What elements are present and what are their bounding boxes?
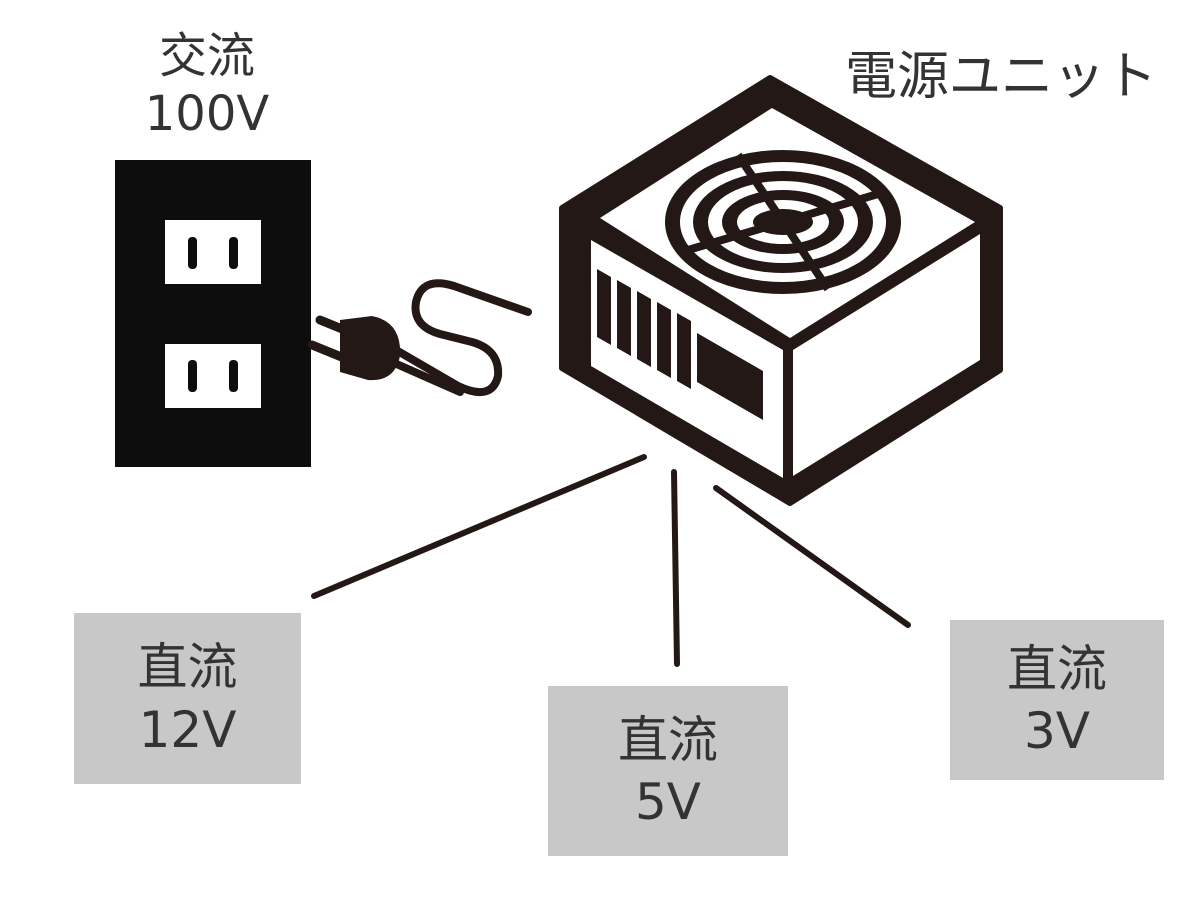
- wall-outlet-icon: [115, 160, 311, 467]
- dc-type-text: 直流: [1007, 639, 1107, 698]
- dc-voltage-text: 12V: [138, 700, 237, 759]
- dc-voltage-text: 3V: [1023, 702, 1090, 760]
- fan-grille-icon: [665, 150, 901, 294]
- dc-output-3v-box: 直流 3V: [950, 620, 1164, 780]
- power-supply-unit-icon: [559, 75, 1003, 506]
- ac-input-label: 交流 100V: [118, 28, 296, 143]
- dc-type-text: 直流: [618, 710, 718, 769]
- ac-voltage-text: 100V: [144, 85, 270, 142]
- dc-type-text: 直流: [137, 638, 238, 696]
- dc-output-5v-box: 直流 5V: [548, 686, 788, 856]
- dc-voltage-text: 5V: [634, 773, 701, 831]
- dc-output-12v-box: 直流 12V: [74, 613, 301, 784]
- output-connector-lines: [311, 454, 911, 667]
- vent-slots-icon: [597, 269, 763, 420]
- ac-type-text: 交流: [158, 28, 255, 84]
- psu-title: 電源ユニット: [845, 47, 1158, 107]
- power-plug-icon: [307, 279, 532, 397]
